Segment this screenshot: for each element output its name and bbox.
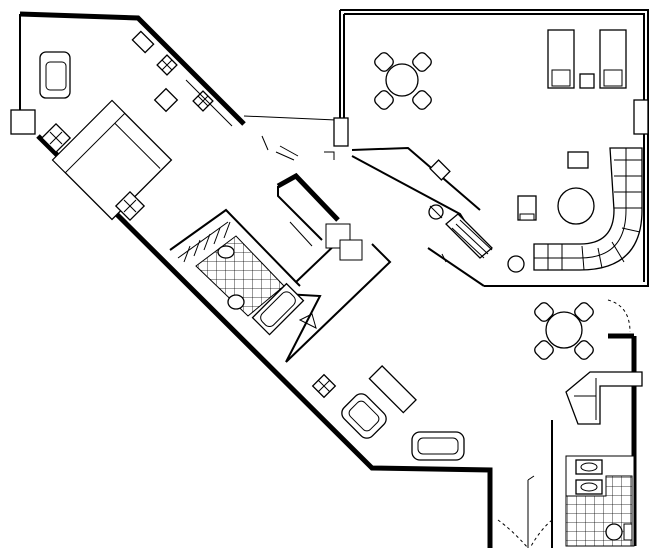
end-table (311, 373, 337, 399)
powder-room (565, 455, 635, 547)
sink (580, 462, 598, 472)
nightstand (114, 190, 146, 222)
stool (507, 255, 525, 273)
column (633, 99, 649, 135)
bathtub (251, 282, 305, 336)
living-room (311, 365, 465, 461)
armchair (341, 393, 387, 439)
bathroom (177, 221, 317, 336)
exterior-walls (10, 9, 649, 548)
kitchen (428, 159, 525, 273)
dining-area (532, 300, 596, 362)
column (10, 109, 36, 135)
entry (565, 371, 643, 425)
bedroom (39, 30, 233, 222)
chaise-lounge (599, 29, 627, 89)
coffee-table (557, 187, 595, 225)
interior-walls (169, 135, 631, 549)
sink (580, 482, 598, 492)
sofa (411, 431, 465, 461)
dining-table (372, 50, 434, 112)
sink (217, 245, 235, 259)
toilet (605, 523, 623, 541)
lounge-chair (39, 51, 71, 99)
chaise-lounge (547, 29, 575, 89)
coffee-table (368, 365, 417, 414)
nightstand (40, 122, 72, 154)
column (333, 117, 349, 147)
round-table (545, 311, 583, 349)
closet-rod (177, 221, 231, 263)
bed (51, 99, 173, 221)
toilet (227, 294, 245, 310)
sectional-sofa (533, 147, 643, 271)
lounge-area (372, 29, 643, 271)
